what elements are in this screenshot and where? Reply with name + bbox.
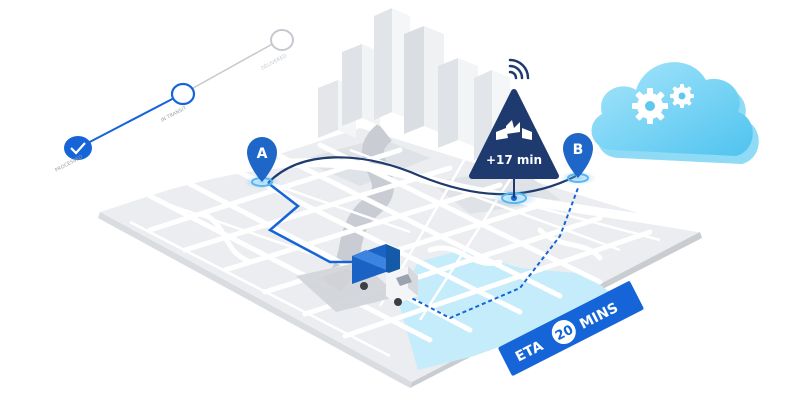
river bbox=[322, 123, 394, 295]
map-pin-icon bbox=[247, 137, 277, 182]
delay-label: +17 min bbox=[486, 153, 542, 167]
step-processed: PROCESSED bbox=[54, 136, 92, 174]
delay-alert: +17 min bbox=[469, 58, 559, 207]
alert-triangle bbox=[469, 89, 559, 179]
step-label: IN TRANSIT bbox=[160, 105, 188, 124]
active-route bbox=[267, 182, 360, 264]
delivery-truck bbox=[296, 244, 418, 312]
step-delivered: DELIVERED bbox=[260, 29, 294, 72]
map bbox=[98, 123, 702, 388]
cloud-icon bbox=[591, 62, 759, 164]
city-buildings bbox=[318, 8, 510, 160]
start-pin: A bbox=[244, 137, 280, 189]
check-icon bbox=[70, 142, 86, 155]
start-pin-label: A bbox=[257, 146, 268, 162]
eta-value: 20 bbox=[553, 323, 576, 345]
wifi-signal-icon bbox=[508, 58, 530, 80]
main-road bbox=[98, 158, 701, 233]
step-label: DELIVERED bbox=[260, 53, 288, 72]
alternate-route bbox=[399, 187, 579, 320]
gear-icon bbox=[632, 88, 668, 124]
collision-icon bbox=[496, 120, 532, 140]
gear-icon bbox=[670, 84, 694, 108]
step-in-transit: IN TRANSIT bbox=[160, 82, 196, 124]
end-pin: B bbox=[560, 133, 596, 185]
map-pin-icon bbox=[563, 133, 593, 178]
eta-badge: ETA 20 MINS bbox=[498, 281, 644, 376]
end-pin-label: B bbox=[573, 142, 584, 158]
truck-icon bbox=[352, 244, 418, 306]
map-fold bbox=[98, 212, 412, 388]
